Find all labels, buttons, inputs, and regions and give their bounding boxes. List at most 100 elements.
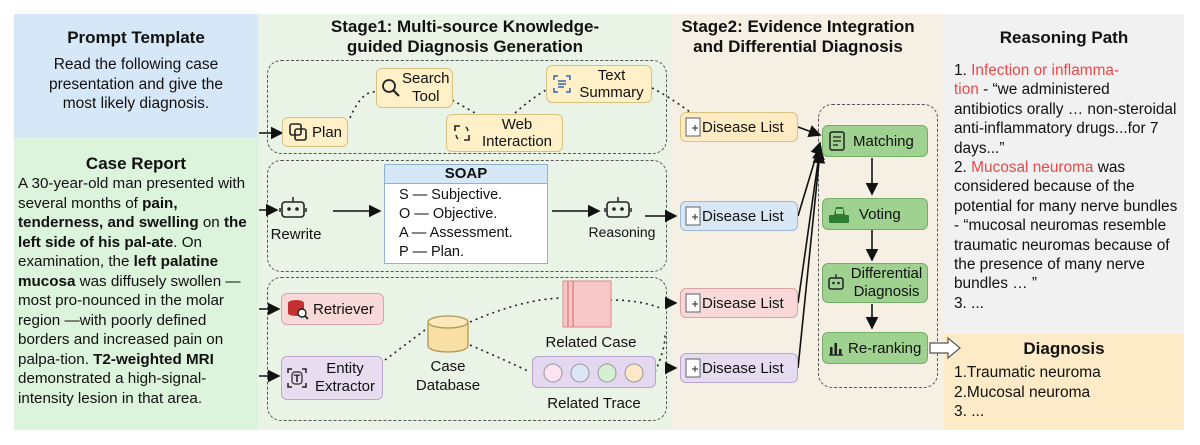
diagnosis-title: Diagnosis xyxy=(1023,339,1105,358)
document-icon xyxy=(685,117,701,137)
soap-line: S — Subjective. xyxy=(399,187,503,203)
differential-diagnosis-box: Differential Diagnosis xyxy=(822,263,928,303)
text-summary-box: Text Summary xyxy=(546,65,652,103)
retriever-label: Retriever xyxy=(313,300,374,318)
reasoning-evidence: was considered because of the potential … xyxy=(954,159,1178,293)
bar-chart-icon xyxy=(829,343,843,356)
entity-line: Extractor xyxy=(314,378,375,395)
search-tool-line: Tool xyxy=(412,88,440,105)
search-tool-line: Search xyxy=(402,70,450,87)
document-icon xyxy=(685,358,701,378)
web-interaction-box: Web Interaction xyxy=(446,114,563,152)
summary-line: Summary xyxy=(579,84,644,101)
web-interaction-label: Web Interaction xyxy=(472,116,562,150)
rewrite-label: Rewrite xyxy=(270,226,322,243)
case-report-text: A 30-year-old man presented with several… xyxy=(18,175,247,407)
soap-line: P — Plan. xyxy=(399,244,465,260)
soap-title: SOAP xyxy=(385,165,547,184)
voting-box: Voting xyxy=(822,198,928,230)
disease-list-label: Disease List xyxy=(702,359,784,377)
document-icon xyxy=(685,206,701,226)
entity-line: Entity xyxy=(326,360,364,377)
diagnosis-list: 1.Traumatic neuroma 2.Mucosal neuroma 3.… xyxy=(954,363,1180,422)
highlight-diagnosis: Mucosal neuroma xyxy=(971,159,1094,177)
highlight-diagnosis: tion xyxy=(954,81,979,99)
soap-line: A — Assessment. xyxy=(399,225,513,241)
plan-icon xyxy=(289,123,307,141)
differential-line: Diagnosis xyxy=(853,283,920,300)
summary-line: Text xyxy=(597,67,626,84)
text-summary-icon xyxy=(553,75,571,93)
matching-label: Matching xyxy=(853,132,914,150)
robot-icon xyxy=(828,274,844,290)
diagnosis-item: 1.Traumatic neuroma xyxy=(954,364,1101,381)
web-line: Interaction xyxy=(481,133,553,150)
soap-line: O — Objective. xyxy=(399,206,498,222)
retriever-box: Retriever xyxy=(281,293,384,325)
diagnosis-panel xyxy=(944,334,1184,430)
checklist-icon xyxy=(829,131,845,151)
prompt-line: presentation and give the xyxy=(48,75,224,93)
case-db-line: Case xyxy=(430,358,466,375)
prompt-template-title: Prompt Template xyxy=(67,28,205,47)
item-number: 1. xyxy=(954,62,967,79)
rewrite-robot-icon xyxy=(279,197,307,218)
plan-label: Plan xyxy=(312,123,343,141)
search-tool-label: Search Tool xyxy=(402,70,450,106)
stage2-title-line: and Differential Diagnosis xyxy=(693,37,903,56)
retrieval-group xyxy=(267,277,667,421)
reasoning-item-1: 1. Infection or inflamma-tion - “we admi… xyxy=(954,61,1180,158)
svg-text:T: T xyxy=(294,373,301,385)
reranking-label: Re-ranking xyxy=(848,339,922,357)
related-trace-label: Related Trace xyxy=(547,395,641,412)
related-case-icon xyxy=(562,280,612,328)
diagnosis-item: 3. ... xyxy=(954,403,985,420)
prompt-template-panel xyxy=(14,14,258,138)
database-search-icon xyxy=(288,300,309,320)
plan-box: Plan xyxy=(282,117,348,147)
reranking-box: Re-ranking xyxy=(822,332,928,364)
case-report-panel xyxy=(14,138,258,430)
reasoning-path-text: 1. Infection or inflamma-tion - “we admi… xyxy=(954,61,1180,313)
prompt-line: most likely diagnosis. xyxy=(62,95,210,112)
trace-dots xyxy=(543,363,644,383)
vote-icon xyxy=(829,207,849,223)
text-summary-label: Text Summary xyxy=(572,67,651,101)
stage2-title-line: Stage2: Evidence Integration xyxy=(681,17,915,36)
disease-list-1: Disease List xyxy=(680,112,798,142)
highlight-diagnosis: Infection or inflamma- xyxy=(971,62,1120,79)
stage1-title-line: guided Diagnosis Generation xyxy=(346,37,584,56)
search-icon xyxy=(382,79,400,97)
differential-line: Differential xyxy=(850,265,923,282)
disease-list-label: Disease List xyxy=(702,294,784,312)
reasoning-item-3: 3. ... xyxy=(954,294,984,312)
reasoning-label: Reasoning xyxy=(588,224,656,240)
web-search-group xyxy=(267,60,667,154)
reasoning-path-title: Reasoning Path xyxy=(999,28,1129,47)
case-database-label: Case Database xyxy=(410,357,486,395)
prompt-template-text: Read the following case presentation and… xyxy=(14,55,258,114)
stage1-title: Stage1: Multi-source Knowledge- guided D… xyxy=(258,17,672,57)
entity-extractor-box: T Entity Extractor xyxy=(281,356,383,400)
disease-list-2: Disease List xyxy=(680,201,798,231)
disease-list-label: Disease List xyxy=(702,207,784,225)
entity-extractor-icon: T xyxy=(287,368,307,388)
reasoning-robot-icon xyxy=(604,197,632,218)
case-database-icon xyxy=(427,315,469,353)
web-interaction-icon xyxy=(454,125,470,141)
item-number: 2. xyxy=(954,159,967,177)
document-icon xyxy=(685,293,701,313)
disease-list-label: Disease List xyxy=(702,118,784,136)
entity-extractor-label: Entity Extractor xyxy=(308,360,382,396)
related-trace-box xyxy=(532,356,656,388)
prompt-line: Read the following case xyxy=(53,56,219,73)
case-db-line: Database xyxy=(415,377,481,394)
voting-label: Voting xyxy=(859,205,901,223)
stage2-title: Stage2: Evidence Integration and Differe… xyxy=(662,17,934,57)
reasoning-evidence: - “we administered antibiotics orally … … xyxy=(954,81,1177,157)
disease-list-4: Disease List xyxy=(680,353,798,383)
soap-box: SOAP S — Subjective. O — Objective. A — … xyxy=(384,164,548,264)
diagnosis-item: 2.Mucosal neuroma xyxy=(954,383,1091,401)
reasoning-item-2: 2. Mucosal neuroma was considered becaus… xyxy=(954,158,1180,294)
